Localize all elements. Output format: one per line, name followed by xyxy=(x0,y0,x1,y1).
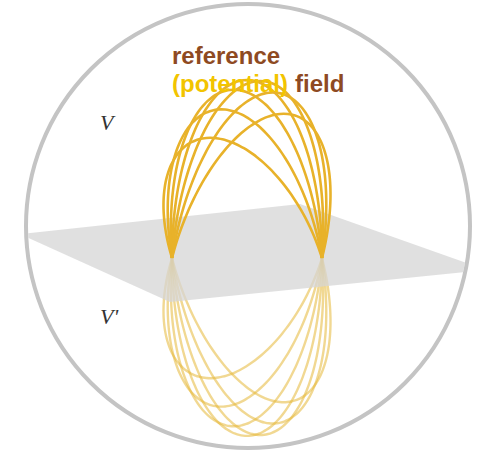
title-word: reference xyxy=(172,44,280,68)
field-loop xyxy=(171,90,322,258)
title-word: (potential) xyxy=(172,72,288,96)
reference-plane xyxy=(20,204,486,302)
region-label: V xyxy=(100,112,113,134)
field-lines xyxy=(163,80,330,258)
field-loop xyxy=(172,92,326,258)
clipped-scene xyxy=(20,80,486,436)
field-loop xyxy=(172,114,331,258)
region-label: V' xyxy=(100,306,118,328)
title-word: field xyxy=(295,72,344,96)
